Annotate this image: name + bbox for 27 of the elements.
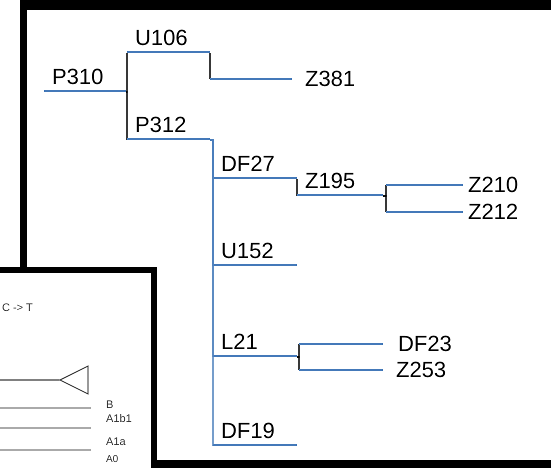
- text-label: B: [106, 400, 114, 411]
- text-label: A1a: [106, 437, 126, 448]
- branch-label: U106: [127, 25, 210, 53]
- tree-branch-line: [209, 52, 211, 79]
- tree-branch-line: [383, 195, 387, 212]
- tree-branch-line: [296, 178, 298, 196]
- branch-label: Z253: [396, 357, 446, 383]
- branch-label: L21: [213, 329, 297, 357]
- tree-branch-line: [126, 53, 128, 93]
- branch-label: Z212: [468, 199, 518, 225]
- branch-label: U152: [213, 238, 297, 266]
- branch-label: DF19: [213, 418, 297, 446]
- tree-branch-line: [297, 344, 300, 358]
- tree-branch-line: [210, 139, 214, 446]
- text-label: A1b1: [106, 414, 132, 425]
- branch-label: P312: [127, 112, 210, 140]
- tree-branch-line: [383, 185, 387, 197]
- branch-label: DF27: [213, 151, 297, 179]
- branch-label: Z381: [305, 66, 356, 92]
- tree-branch-line: [297, 356, 300, 370]
- branch-label: P310: [44, 64, 126, 92]
- branch-label: Z195: [297, 168, 383, 196]
- branch-label: DF23: [398, 331, 452, 357]
- text-label: C -> T: [2, 303, 33, 314]
- branch-label: Z210: [468, 172, 518, 198]
- tree-branch-line: [126, 91, 128, 140]
- text-label: A0: [106, 455, 118, 465]
